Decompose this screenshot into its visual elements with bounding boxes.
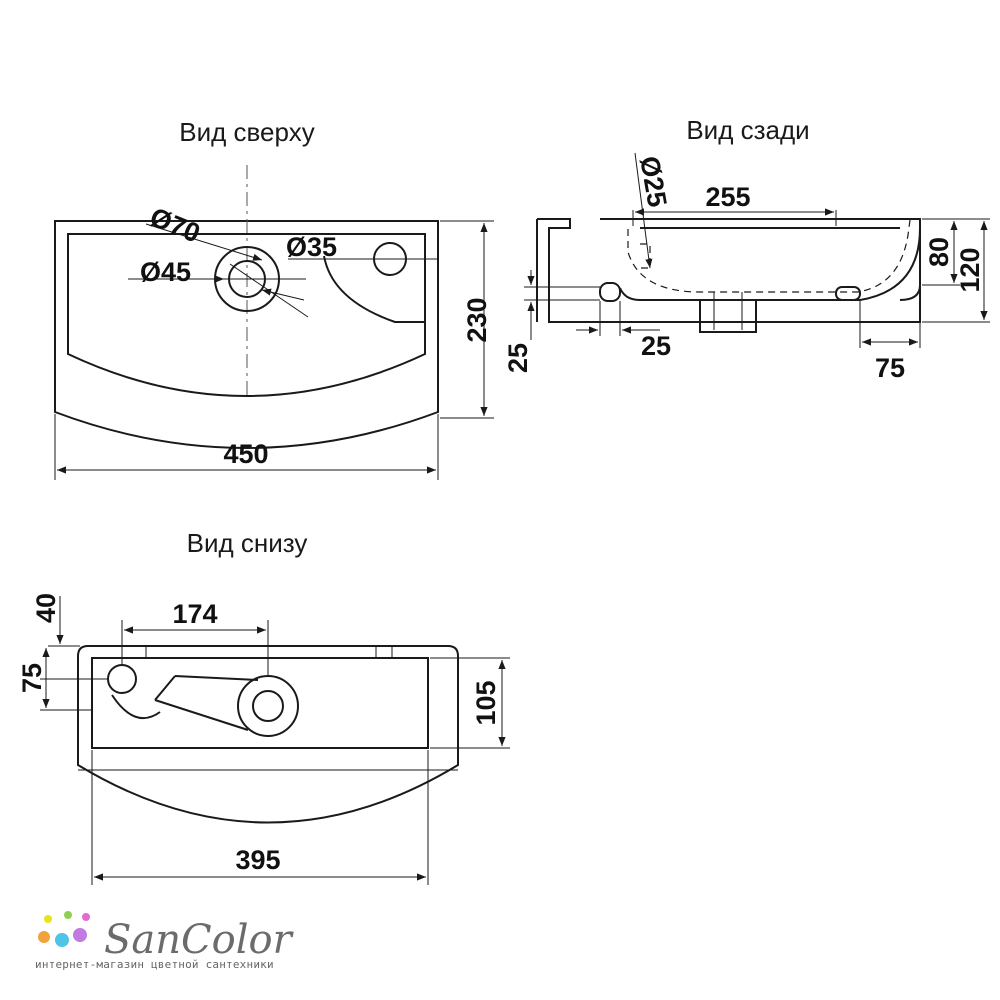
dim-rear-25-left: 25 xyxy=(503,343,533,373)
rear-view-outline xyxy=(536,218,921,333)
logo-dot xyxy=(82,913,90,921)
dim-bottom-40: 40 xyxy=(31,593,61,623)
brand-logo: SanColor интернет-магазин цветной сантех… xyxy=(35,911,295,971)
dim-rear-25-bottom: 25 xyxy=(641,331,671,361)
dim-rear-diam25: Ø25 xyxy=(634,154,672,209)
top-view: Вид сверху Ø70 Ø45 Ø35 230 450 xyxy=(54,117,494,480)
logo-dot xyxy=(38,931,50,943)
dim-height-230: 230 xyxy=(462,297,492,342)
rear-view-overflow-hidden xyxy=(640,243,651,269)
dim-bottom-395: 395 xyxy=(235,845,280,875)
dim-width-450: 450 xyxy=(223,439,268,469)
logo-dot xyxy=(73,928,87,942)
bottom-view-outline xyxy=(77,645,459,824)
dim-diam45: Ø45 xyxy=(140,257,191,287)
logo-dot xyxy=(64,911,72,919)
logo-dot xyxy=(55,933,69,947)
logo-dot xyxy=(44,915,52,923)
dim-bottom-174: 174 xyxy=(172,599,217,629)
bottom-view-overflow-hole xyxy=(107,664,137,694)
dim-diam35: Ø35 xyxy=(286,232,337,262)
bottom-view-drain-outlet xyxy=(154,675,299,737)
rear-view: Вид сзади Ø25 255 80 120 xyxy=(503,115,990,383)
dim-rear-255: 255 xyxy=(705,182,750,212)
dim-rear-120: 120 xyxy=(955,247,985,292)
top-view-title: Вид сверху xyxy=(179,117,314,147)
dim-bottom-105: 105 xyxy=(471,680,501,725)
dim-diam70: Ø70 xyxy=(146,202,205,249)
dim-bottom-75: 75 xyxy=(17,663,47,693)
brand-tagline: интернет-магазин цветной сантехники xyxy=(35,958,274,971)
rear-view-title: Вид сзади xyxy=(686,115,809,145)
top-view-basin-outline xyxy=(54,220,439,449)
dim-rear-80: 80 xyxy=(924,237,954,267)
bottom-view: Вид снизу 174 40 75 105 xyxy=(17,528,510,885)
rear-view-bowl-hidden xyxy=(627,219,911,293)
bottom-view-title: Вид снизу xyxy=(187,528,308,558)
brand-name: SanColor xyxy=(104,917,295,963)
dim-rear-75: 75 xyxy=(875,353,905,383)
logo-dots-icon xyxy=(38,911,90,947)
